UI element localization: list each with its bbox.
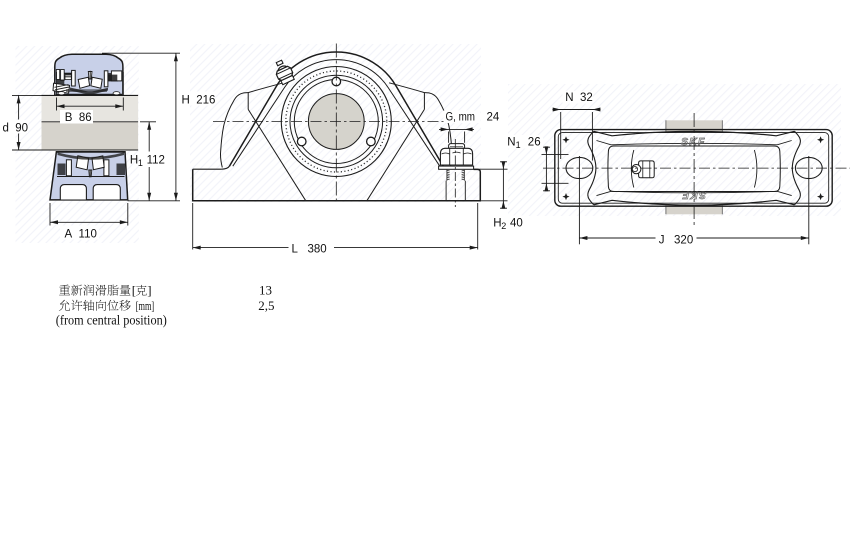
svg-text:N 32: N 32 xyxy=(565,92,593,104)
svg-text:2: 2 xyxy=(501,221,506,231)
svg-text:G, mm: G, mm xyxy=(446,111,476,123)
svg-text:1: 1 xyxy=(516,140,521,150)
svg-text:13: 13 xyxy=(259,283,272,298)
svg-text:[mm]: [mm] xyxy=(136,298,155,313)
svg-text:24: 24 xyxy=(487,111,500,123)
svg-text:2,5: 2,5 xyxy=(258,298,274,313)
svg-text:J 320: J 320 xyxy=(659,234,694,246)
svg-text:40: 40 xyxy=(510,218,523,230)
svg-text:H: H xyxy=(130,155,138,167)
svg-text:(from central position): (from central position) xyxy=(56,312,167,327)
svg-text:N: N xyxy=(507,136,515,148)
svg-text:H 216: H 216 xyxy=(182,94,216,106)
svg-text:H: H xyxy=(493,218,501,230)
svg-text:1: 1 xyxy=(138,158,143,168)
svg-text:d 90: d 90 xyxy=(3,123,29,135)
svg-text:[: [ xyxy=(132,283,136,298)
svg-text:L 380: L 380 xyxy=(292,243,327,255)
svg-text:112: 112 xyxy=(147,155,165,167)
svg-text:A 110: A 110 xyxy=(65,228,97,240)
svg-text:B 86: B 86 xyxy=(65,112,92,124)
svg-text:]: ] xyxy=(147,283,151,298)
svg-text:26: 26 xyxy=(528,136,541,148)
svg-text:SKF: SKF xyxy=(681,136,706,148)
